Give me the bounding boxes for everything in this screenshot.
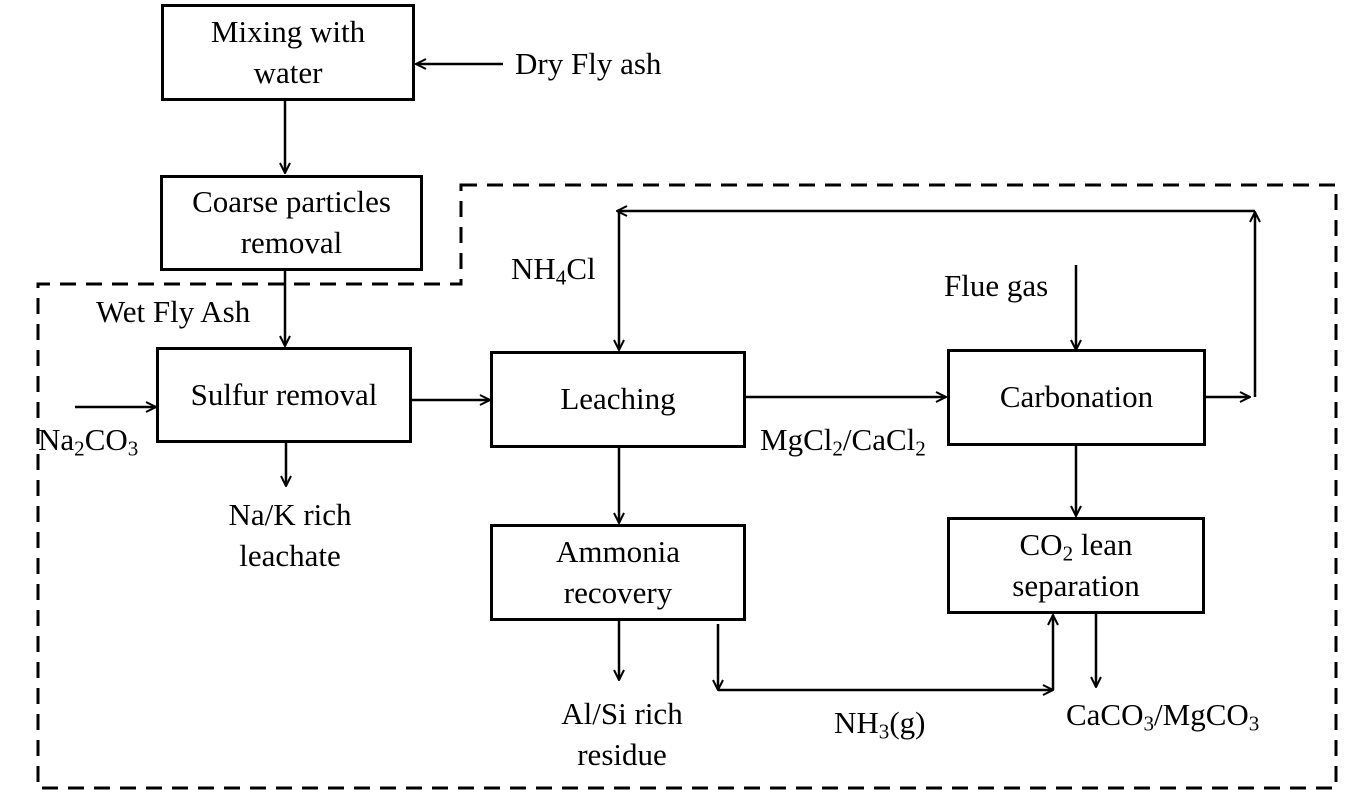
co2-lean-separation-box: CO2 lean separation [947,517,1205,614]
al-si-rich-residue-label: Al/Si rich residue [547,694,697,776]
process-boundary-dashed [36,183,1338,790]
ammonia-recovery-box: Ammonia recovery [490,524,746,621]
residue-line1: Al/Si rich [561,696,683,731]
co2-box-line1: CO2 lean [1019,526,1133,565]
mgcl2-cacl2-label: MgCl2/CaCl2 [760,422,926,461]
leachate-line2: leachate [239,537,341,573]
ammonia-box-line2: recovery [563,574,673,610]
flue-gas-label: Flue gas [944,268,1049,303]
ammonia-box-line1: Ammonia [556,533,680,569]
sulfur-removal-box: Sulfur removal [156,347,412,443]
mixing-with-water-box: Mixing with water [161,4,415,101]
carbonation-box-label: Carbonation [999,379,1154,415]
coarse-box-line2: removal [240,225,343,260]
wet-fly-ash-label: Wet Fly Ash [96,294,251,329]
leachate-line1: Na/K rich [228,497,352,532]
sulfur-box-label: Sulfur removal [190,376,378,412]
residue-line2: residue [577,736,667,772]
na-k-rich-leachate-label: Na/K rich leachate [210,495,370,577]
caco3-mgco3-label: CaCO3/MgCO3 [1066,697,1260,736]
dry-fly-ash-label: Dry Fly ash [515,46,662,81]
mixing-box-line1: Mixing with [210,13,366,49]
leaching-box: Leaching [490,351,746,448]
coarse-particles-removal-box: Coarse particles removal [160,175,423,271]
mixing-box-line2: water [253,54,323,90]
carbonation-box: Carbonation [947,349,1206,446]
coarse-box-line1: Coarse particles [192,184,391,220]
leaching-box-label: Leaching [560,381,676,417]
nh4cl-label: NH4Cl [511,251,596,290]
co2-box-line2: separation [1012,567,1140,603]
nh3-gas-label: NH3(g) [834,705,926,744]
na2co3-label: Na2CO3 [38,422,139,461]
